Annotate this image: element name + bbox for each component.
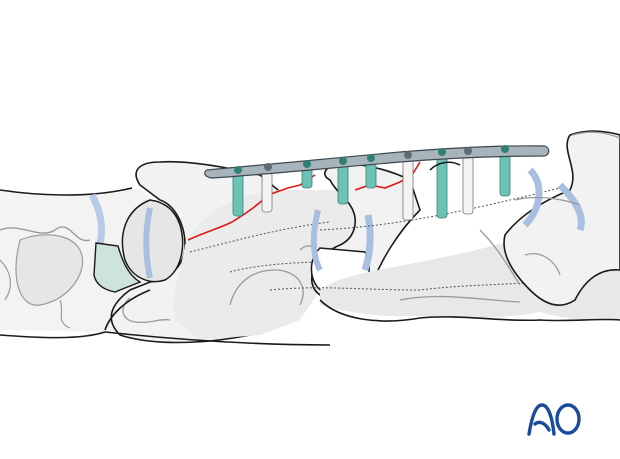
ao-logo-o: [555, 403, 581, 435]
nerve-left: [88, 193, 106, 246]
fixation-plate: [204, 145, 550, 179]
screw-8-plain: [462, 151, 474, 215]
ao-logo: AO: [526, 402, 582, 436]
screw-1-teal: [232, 171, 244, 217]
ao-logo-a: [527, 403, 556, 436]
screws: [232, 149, 511, 221]
screw-6-plain: [402, 157, 414, 221]
screw-4-teal: [337, 163, 349, 205]
intervertebral-disc-green: [93, 242, 142, 293]
screw-2-plain: [261, 171, 273, 213]
spinous-process-outline: [429, 161, 461, 171]
